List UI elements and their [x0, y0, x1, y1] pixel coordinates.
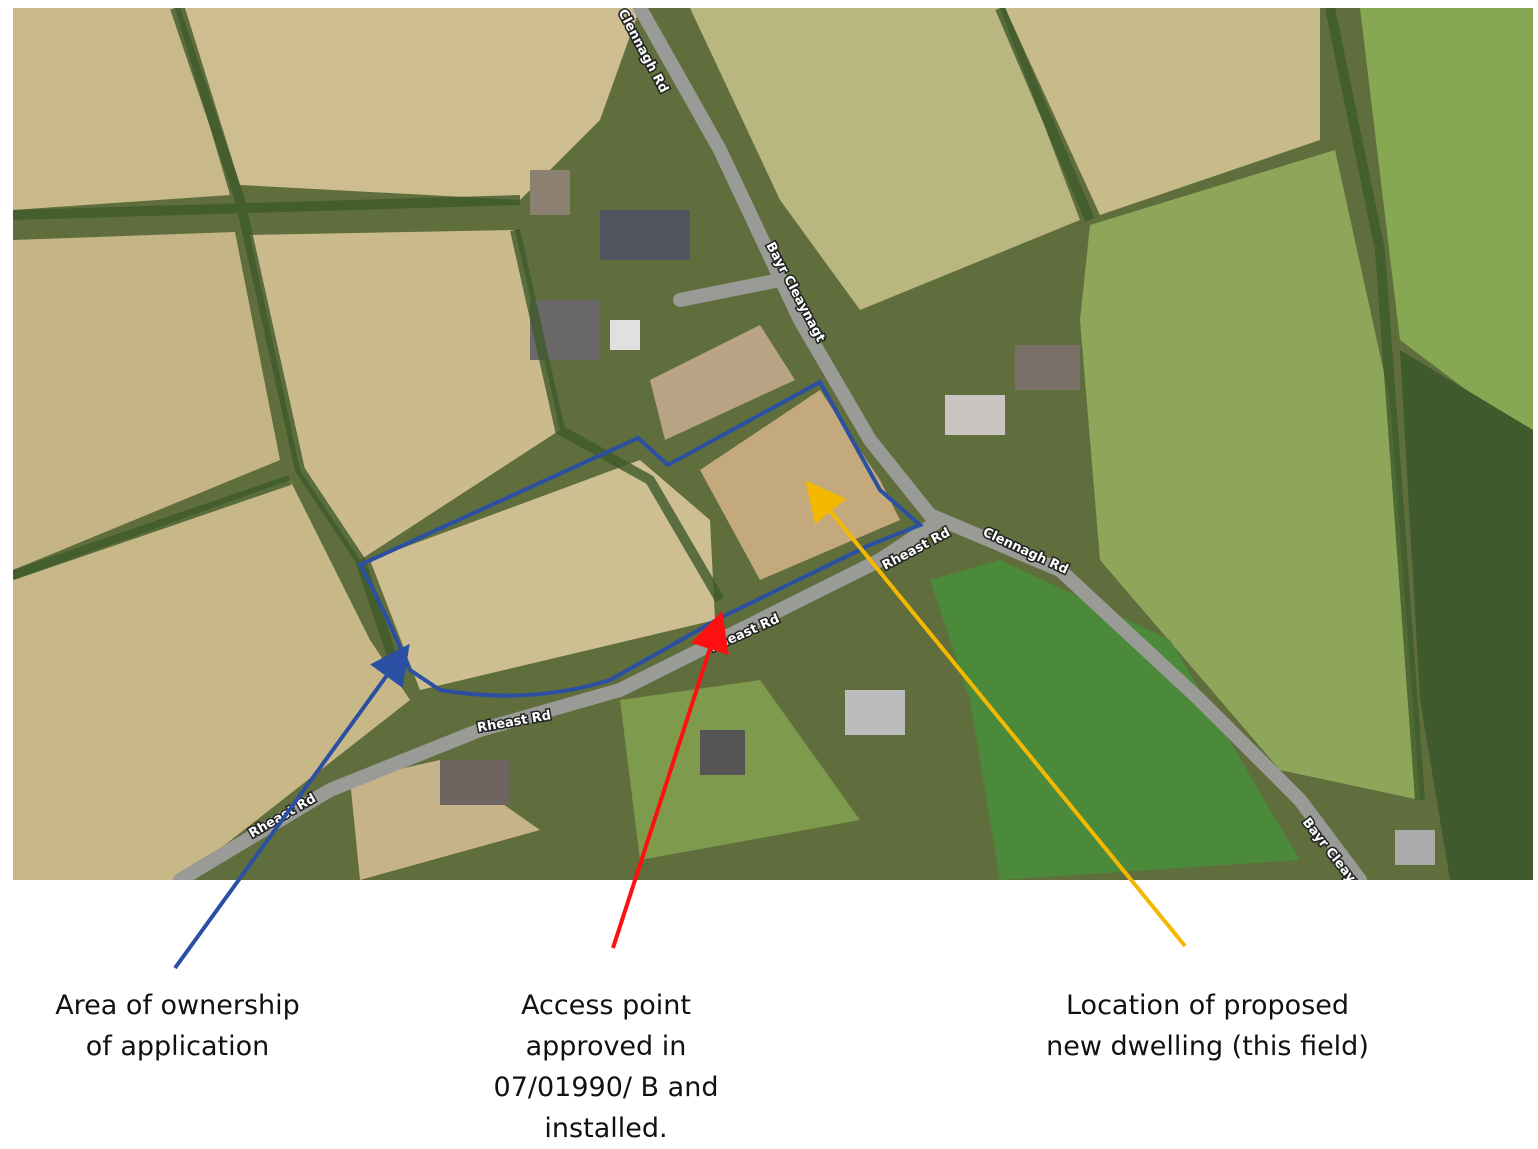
building — [610, 320, 640, 350]
field — [690, 8, 1080, 310]
building — [945, 395, 1005, 435]
field — [13, 480, 410, 880]
ownership-arrow — [173, 643, 410, 970]
road-bayr-cleaynagt — [633, 8, 1367, 880]
building — [440, 760, 510, 805]
building — [1395, 830, 1435, 865]
field — [1080, 150, 1420, 800]
building — [845, 690, 905, 735]
field — [250, 230, 560, 560]
dwelling-arrow — [805, 480, 1187, 948]
field — [370, 460, 715, 690]
building — [600, 210, 690, 260]
woodland — [1400, 350, 1533, 880]
field — [13, 232, 280, 570]
aerial-photo: Clennagh Rd Bayr Cleaynagt Rheast Rd Cle… — [13, 8, 1533, 880]
ownership-boundary — [357, 379, 924, 698]
field — [350, 760, 540, 880]
ownership-caption: Area of ownership of application — [55, 990, 300, 1062]
building — [1015, 345, 1080, 390]
field — [185, 8, 640, 200]
access-caption: Access point approved in 07/01990/ B and… — [493, 990, 719, 1144]
access-arrow — [611, 610, 729, 949]
field — [1005, 8, 1320, 215]
field — [13, 8, 230, 210]
building — [530, 170, 570, 215]
building — [700, 730, 745, 775]
road-rheast — [173, 513, 947, 880]
field — [930, 560, 1300, 880]
field — [650, 325, 795, 440]
farm-track — [673, 273, 787, 307]
dwelling-caption: Location of proposed new dwelling (this … — [1046, 990, 1369, 1062]
field — [1360, 8, 1533, 440]
